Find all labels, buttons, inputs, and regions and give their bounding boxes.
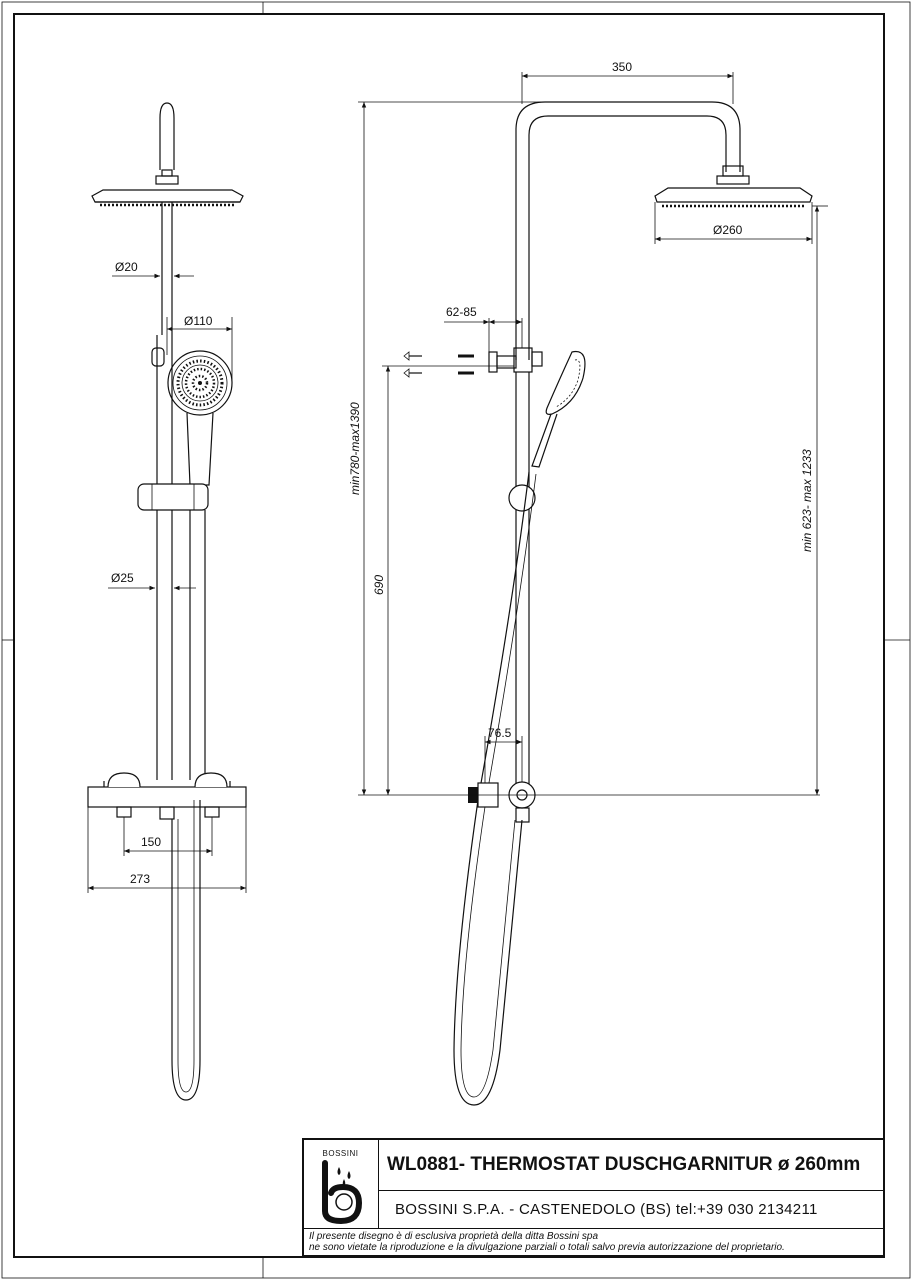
title-block: BOSSINI WL0881- THERMOSTAT DUSCHGARNITUR… [303, 1139, 884, 1256]
side-dimensions: 350 Ø260 62-85 min780-max1390 690 min 62… [348, 60, 828, 796]
hand-shower-nozzles [176, 359, 224, 407]
dim-head-diameter: Ø260 [713, 223, 743, 237]
notice-line-1: Il presente disegno è di esclusiva propr… [309, 1231, 599, 1242]
company-line: BOSSINI S.P.A. - CASTENEDOLO (BS) tel:+3… [379, 1191, 884, 1229]
dim-bracket-depth: 62-85 [446, 305, 477, 319]
dim-head-height: min 623- max 1233 [800, 449, 814, 552]
dim-inlet-spacing: 150 [141, 835, 161, 849]
dim-bracket-height: 690 [372, 575, 386, 595]
dim-rail-diameter: Ø25 [111, 571, 134, 585]
bossini-logo: BOSSINI [303, 1139, 379, 1229]
dim-outlet-offset: 76.5 [488, 726, 512, 740]
dim-hand-shower-diameter: Ø110 [184, 314, 213, 328]
drawing-title: WL0881- THERMOSTAT DUSCHGARNITUR ø 260mm [379, 1139, 884, 1191]
title-block-frame [302, 1138, 885, 1257]
front-view [87, 102, 247, 1101]
logo-mark-icon [322, 1160, 363, 1225]
dim-total-height: min780-max1390 [348, 402, 362, 495]
dim-bar-diameter: Ø20 [115, 260, 138, 274]
side-view [403, 101, 813, 1106]
dim-mixer-width: 273 [130, 872, 150, 886]
notice-line-2: ne sono vietate la riproduzione e la div… [309, 1242, 785, 1253]
front-dimensions: Ø20 Ø110 Ø25 150 273 [87, 260, 247, 893]
logo-brand-text: BOSSINI [322, 1149, 359, 1158]
ownership-notice: Il presente disegno è di esclusiva propr… [309, 1231, 880, 1253]
dim-arm-length: 350 [612, 60, 632, 74]
